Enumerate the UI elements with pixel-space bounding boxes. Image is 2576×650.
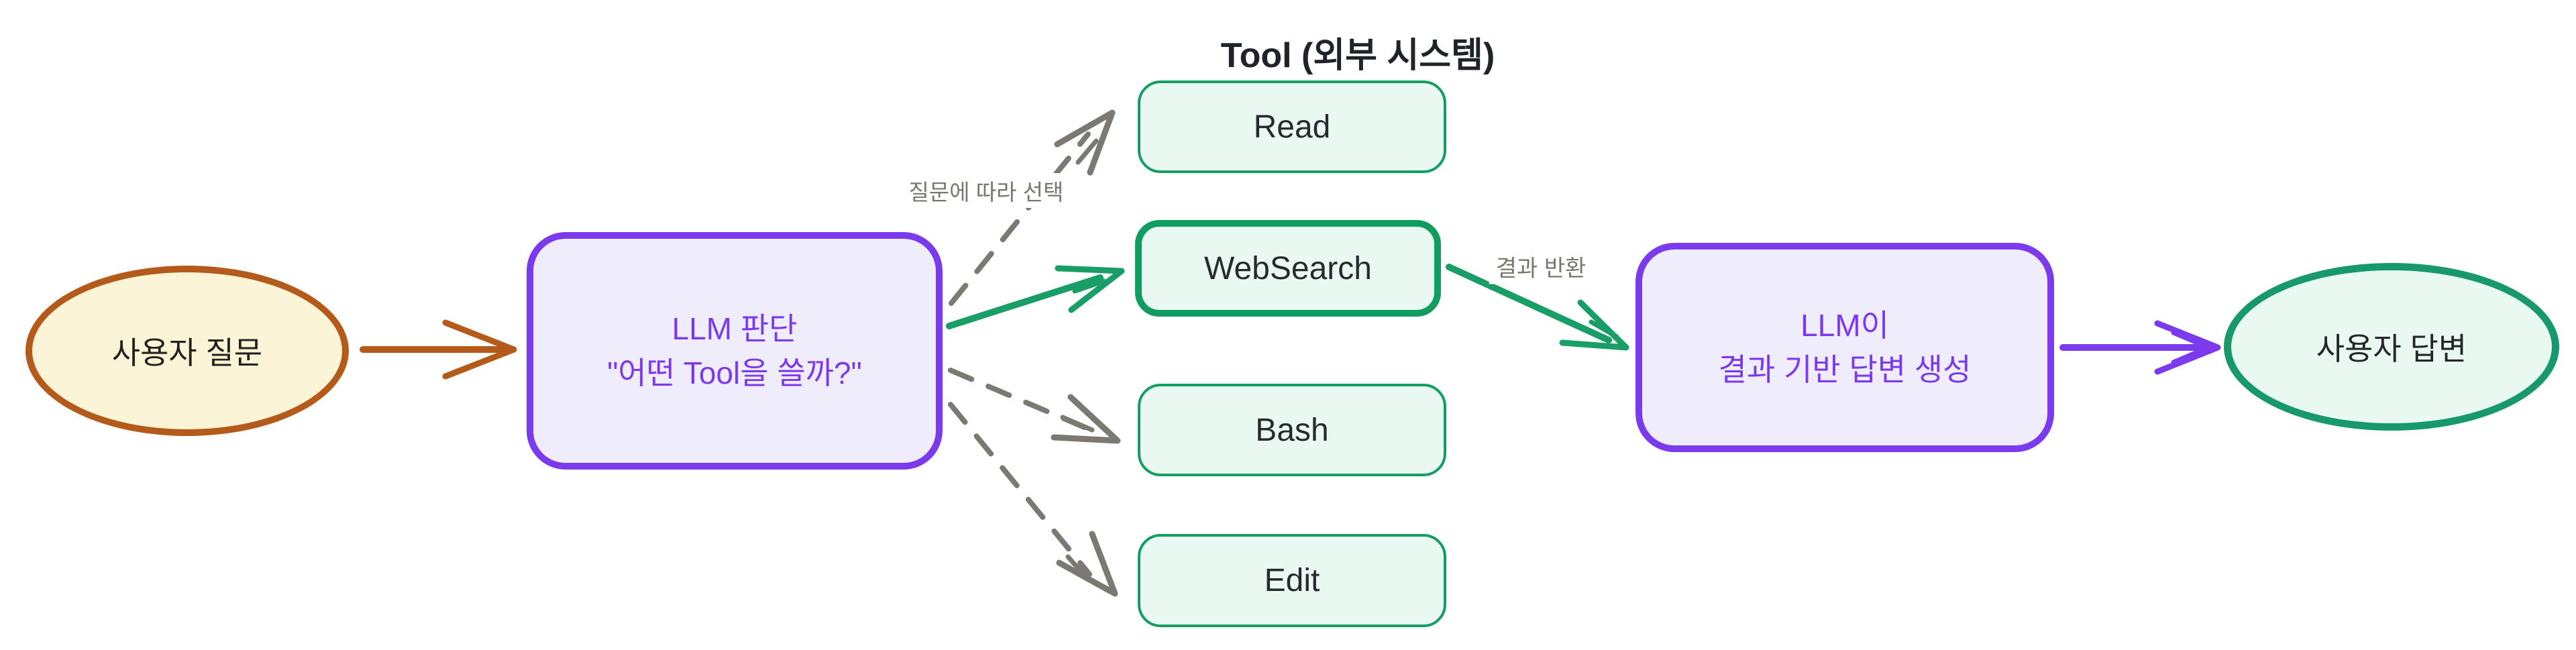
edge-llm-answer-to-user-answer [2059, 320, 2221, 375]
edge-label-return-result: 결과 반환 [1489, 248, 1593, 284]
node-tool-websearch: WebSearch [1135, 220, 1441, 317]
arrowhead-icon [1055, 265, 1125, 313]
node-tool-read-label: Read [1253, 109, 1331, 145]
arrowhead-icon [2154, 320, 2221, 375]
node-user-question-label: 사용자 질문 [111, 335, 263, 370]
tool-group-title: Tool (외부 시스템) [1220, 36, 1495, 75]
arrowhead-icon [1054, 109, 1116, 176]
edge-llm-decision-to-read [949, 109, 1116, 306]
node-tool-edit: Edit [1138, 534, 1446, 627]
arrowhead-icon [1559, 299, 1629, 351]
edge-llm-decision-to-edit [948, 402, 1118, 597]
node-user-question: 사용자 질문 [25, 266, 349, 436]
node-user-answer: 사용자 답변 [2224, 263, 2559, 431]
node-tool-bash: Bash [1138, 384, 1446, 476]
edge-websearch-to-llm-answer [1446, 264, 1629, 351]
node-llm-decision: LLM 판단 "어떤 Tool을 쓸까?" [527, 232, 943, 470]
node-llm-answer: LLM이 결과 기반 답변 생성 [1635, 243, 2054, 452]
edge-user-question-to-llm-decision [360, 319, 517, 380]
edge-llm-decision-to-bash [948, 368, 1121, 444]
edge-llm-decision-to-websearch [946, 265, 1125, 329]
node-llm-answer-line2: 결과 기반 답변 생성 [1718, 352, 1972, 387]
node-llm-answer-line1: LLM이 [1801, 308, 1889, 343]
node-tool-websearch-label: WebSearch [1204, 250, 1372, 286]
arrowhead-icon [1056, 531, 1118, 597]
node-user-answer-label: 사용자 답변 [2316, 331, 2467, 366]
node-tool-read: Read [1138, 80, 1446, 173]
edge-label-select-by-question: 질문에 따라 선택 [902, 173, 1071, 208]
node-tool-edit-label: Edit [1264, 563, 1320, 598]
arrowhead-icon [1051, 394, 1121, 444]
node-tool-bash-label: Bash [1255, 412, 1329, 448]
arrowhead-icon [442, 319, 517, 380]
node-llm-decision-line1: LLM 판단 [672, 311, 798, 346]
node-llm-decision-line2: "어떤 Tool을 쓸까?" [607, 356, 862, 390]
